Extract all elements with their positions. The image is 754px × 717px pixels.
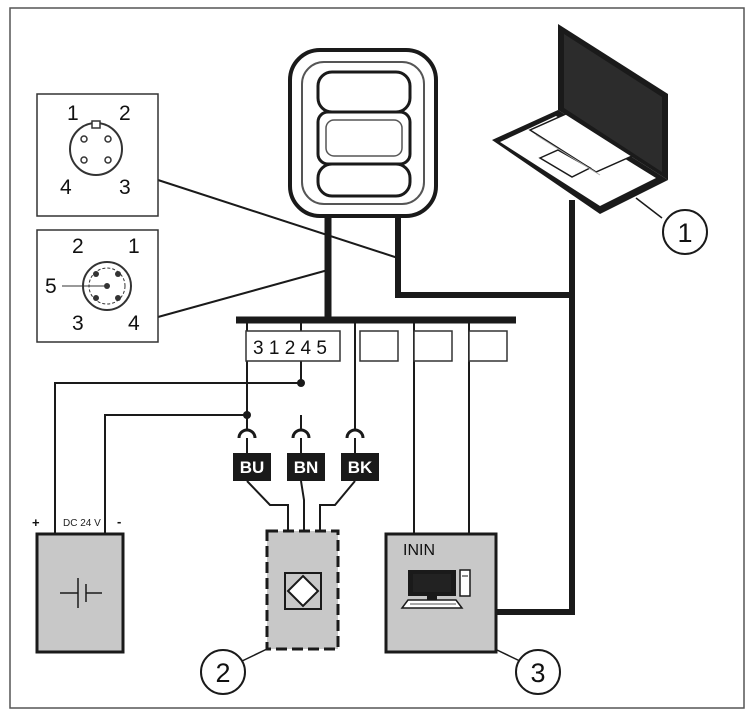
callouts: 1 2 3 [200,197,708,695]
power-minus-sign: - [117,514,121,529]
battery-icon [60,578,102,608]
pin4-label-3: 3 [119,176,131,199]
callout-1-label: 1 [677,218,692,248]
callout-3-label: 3 [530,658,545,688]
wire-tag-bn-label: BN [294,458,319,477]
pin4-label-1: 1 [67,102,79,125]
wire-tag-bk-label: BK [348,458,373,477]
pin5-label-4: 4 [128,312,140,335]
pin5-label-1: 1 [128,235,140,258]
terminal-numbers: 3 1 2 4 5 [253,338,327,359]
computer-icon [400,569,471,609]
callout-2-label: 2 [215,658,230,688]
pin4-label-2: 2 [119,102,131,125]
terminal-block: 3 1 2 4 5 [245,330,508,362]
callout-2-circle [200,649,246,695]
power-plus-sign: + [32,515,40,530]
plc-label: ININ [403,542,435,559]
wire-tag-bu [233,453,271,481]
pin5-label-5: 5 [45,275,57,298]
pin5-label-2: 2 [72,235,84,258]
connector-5pin: 2 1 5 3 4 [36,229,159,343]
power-supply: + DC 24 V - [32,514,125,654]
camera-icon [288,48,438,218]
wire-tag-bu-label: BU [240,458,265,477]
plc: ININ [384,532,498,654]
callout-1-circle [662,209,708,255]
connector-4pin: 1 2 4 3 [36,93,159,217]
wire-tag-bk [341,453,379,481]
laptop-icon [492,24,668,214]
sensor-symbol-icon [284,572,322,610]
wire-tags: BU BN BK [233,453,379,481]
pin5-label-3: 3 [72,312,84,335]
sensor [265,529,340,651]
power-voltage-label: DC 24 V [63,518,101,529]
callout-3-circle [515,649,561,695]
pin4-label-4: 4 [60,176,72,199]
wire-tag-bn [287,453,325,481]
